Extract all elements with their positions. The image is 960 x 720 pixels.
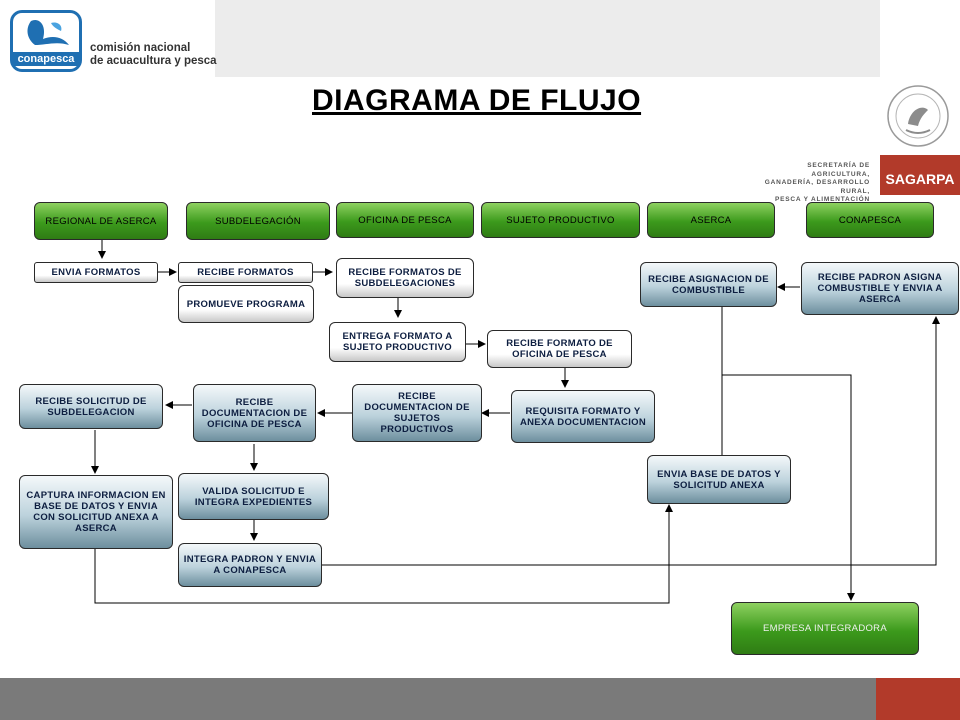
logo-word: conapesca: [13, 52, 79, 66]
lane-subdelegacion: SUBDELEGACIÓN: [186, 202, 330, 240]
footer-accent: [876, 678, 960, 720]
secretaria-text: SECRETARÍA DE AGRICULTURA, GANADERÍA, DE…: [752, 162, 870, 205]
secretaria-line3: PESCA Y ALIMENTACIÓN: [775, 196, 870, 203]
step-empresa-integradora: EMPRESA INTEGRADORA: [731, 602, 919, 655]
org-name-line2: de acuacultura y pesca: [90, 55, 217, 67]
step-envia-formatos: ENVIA FORMATOS: [34, 262, 158, 283]
lane-conapesca: CONAPESCA: [806, 202, 934, 238]
mexico-seal-icon: [887, 85, 949, 147]
step-recibe-formatos: RECIBE FORMATOS: [178, 262, 313, 283]
header-right-area: [880, 0, 960, 77]
step-entrega-formato: ENTREGA FORMATO A SUJETO PRODUCTIVO: [329, 322, 466, 362]
step-recibe-solicitud: RECIBE SOLICITUD DE SUBDELEGACION: [19, 384, 163, 429]
step-promueve-programa: PROMUEVE PROGRAMA: [178, 285, 314, 323]
step-valida-solicitud: VALIDA SOLICITUD E INTEGRA EXPEDIENTES: [178, 473, 329, 520]
step-recibe-documentacion-oficina: RECIBE DOCUMENTACION DE OFICINA DE PESCA: [193, 384, 316, 442]
arrow-to-empresa: [722, 374, 855, 601]
step-recibe-formatos-subdelegaciones: RECIBE FORMATOS DE SUBDELEGACIONES: [336, 258, 474, 298]
step-recibe-asignacion: RECIBE ASIGNACION DE COMBUSTIBLE: [640, 262, 777, 307]
page-title: DIAGRAMA DE FLUJO: [312, 84, 642, 117]
footer-bar: [0, 678, 876, 720]
step-requisita-formato: REQUISITA FORMATO Y ANEXA DOCUMENTACION: [511, 390, 655, 443]
step-recibe-formato-oficina: RECIBE FORMATO DE OFICINA DE PESCA: [487, 330, 632, 368]
step-recibe-documentacion-sujetos: RECIBE DOCUMENTACION DE SUJETOS PRODUCTI…: [352, 384, 482, 442]
arrow-integra-to-conapesca: [322, 316, 940, 566]
fish-bird-icon: [27, 19, 69, 45]
secretaria-line2: GANADERÍA, DESARROLLO RURAL,: [764, 179, 870, 195]
lane-sujeto-productivo: SUJETO PRODUCTIVO: [481, 202, 640, 238]
arrow-captura-to-envia-base: [94, 504, 673, 604]
step-recibe-padron: RECIBE PADRON ASIGNA COMBUSTIBLE Y ENVIA…: [801, 262, 959, 315]
org-name-line1: comisión nacional: [90, 42, 191, 54]
conapesca-logo: conapesca: [10, 10, 82, 72]
lane-aserca: ASERCA: [647, 202, 775, 238]
lane-regional-aserca: REGIONAL DE ASERCA: [34, 202, 168, 240]
lane-oficina-pesca: OFICINA DE PESCA: [336, 202, 474, 238]
secretaria-line1: SECRETARÍA DE AGRICULTURA,: [807, 162, 870, 178]
step-captura-informacion: CAPTURA INFORMACION EN BASE DE DATOS Y E…: [19, 475, 173, 549]
sagarpa-logo: SAGARPA: [880, 155, 960, 195]
step-envia-base-datos: ENVIA BASE DE DATOS Y SOLICITUD ANEXA: [647, 455, 791, 504]
org-name: comisión nacional de acuacultura y pesca: [90, 42, 217, 68]
step-integra-padron: INTEGRA PADRON Y ENVIA A CONAPESCA: [178, 543, 322, 587]
